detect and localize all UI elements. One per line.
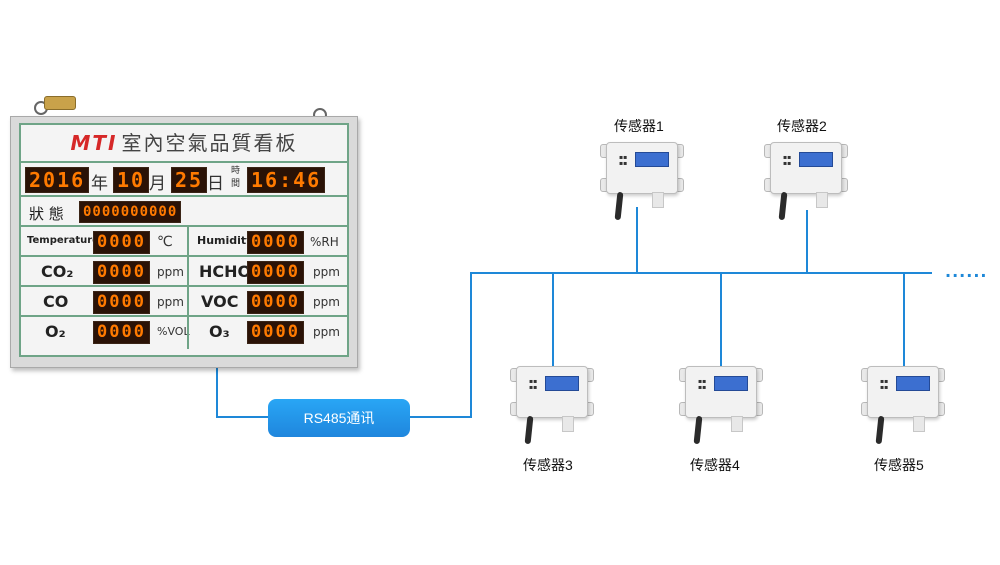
readings-row-3: CO 0000 ppm VOC 0000 ppm [21, 285, 347, 317]
sensor-lcd [799, 152, 833, 167]
wire-board-to-badge [216, 416, 270, 418]
reading-label-temperature: Temperature [27, 235, 99, 246]
sensor-2: ▪▪ ▪▪ [764, 142, 848, 221]
wire-main-bus [470, 272, 932, 274]
sensor-lcd [896, 376, 930, 391]
sensor-3-caption: 传感器3 [523, 457, 573, 473]
reading-value-o2: 0000 [93, 321, 150, 344]
reading-value-voc: 0000 [247, 291, 304, 314]
board-brand-logo: MTI [70, 131, 118, 155]
day-display: 25 [171, 167, 208, 193]
status-row: 狀 態 0000000000 [21, 195, 347, 227]
reading-unit-humidity: %RH [310, 235, 339, 249]
sensor-2-caption: 传感器2 [777, 118, 827, 134]
reading-value-temperature: 0000 [93, 231, 150, 254]
time-display: 16:46 [247, 167, 326, 193]
reading-unit-voc: ppm [313, 295, 340, 309]
sensor-cable [778, 191, 788, 221]
sensor-indicator-icon: ▪▪ ▪▪ [783, 154, 792, 167]
sensor-indicator-icon: ▪▪ ▪▪ [698, 378, 707, 391]
sensor-cable [614, 191, 624, 221]
sensor-cable [693, 415, 703, 445]
bus-continuation: ...... [945, 262, 988, 281]
reading-unit-hcho: ppm [313, 265, 340, 279]
month-display: 10 [113, 167, 150, 193]
wire-drop-sensor4 [720, 273, 722, 366]
status-label: 狀 態 [29, 205, 64, 223]
reading-label-co: CO [43, 292, 69, 311]
sensor-3: ▪▪ ▪▪ [510, 366, 594, 445]
board-title-text: 室內空氣品質看板 [121, 131, 298, 155]
reading-unit-co2: ppm [157, 265, 184, 279]
sensor-probe [816, 192, 828, 208]
reading-unit-o2: %VOL [157, 325, 190, 338]
wire-board-down [216, 365, 218, 417]
reading-unit-o3: ppm [313, 325, 340, 339]
reading-label-o2: O₂ [45, 322, 66, 341]
reading-label-voc: VOC [201, 292, 239, 311]
reading-value-co: 0000 [93, 291, 150, 314]
sensor-5-caption: 传感器5 [874, 457, 924, 473]
sensor-probe [562, 416, 574, 432]
sensor-housing: ▪▪ ▪▪ [770, 142, 842, 194]
reading-value-o3: 0000 [247, 321, 304, 344]
wire-drop-sensor2 [806, 210, 808, 273]
reading-unit-co: ppm [157, 295, 184, 309]
wire-drop-sensor1 [636, 207, 638, 273]
reading-value-humidity: 0000 [247, 231, 304, 254]
sensor-4: ▪▪ ▪▪ [679, 366, 763, 445]
sensor-housing: ▪▪ ▪▪ [685, 366, 757, 418]
reading-unit-temperature: ℃ [157, 234, 173, 250]
year-label: 年 [91, 174, 108, 194]
status-display: 0000000000 [79, 201, 182, 223]
time-label: 時間 [231, 166, 241, 189]
sensor-5: ▪▪ ▪▪ [861, 366, 945, 445]
sensor-4-caption: 传感器4 [690, 457, 740, 473]
reading-label-humidity: Humidity [197, 234, 254, 247]
sensor-housing: ▪▪ ▪▪ [867, 366, 939, 418]
sensor-probe [652, 192, 664, 208]
reading-label-hcho: HCHO [199, 262, 252, 281]
reading-value-co2: 0000 [93, 261, 150, 284]
sensor-lcd [714, 376, 748, 391]
sensor-housing: ▪▪ ▪▪ [516, 366, 588, 418]
readings-row-1: Temperature 0000 ℃ Humidity 0000 %RH [21, 225, 347, 257]
readings-divider [187, 225, 189, 349]
wire-badge-to-bus [409, 416, 471, 418]
reading-label-o3: O₃ [209, 322, 230, 341]
wire-drop-sensor5 [903, 273, 905, 366]
wire-bus-riser [470, 273, 472, 418]
month-label: 月 [149, 174, 166, 194]
sensor-probe [731, 416, 743, 432]
sensor-cable [875, 415, 885, 445]
sensor-lcd [545, 376, 579, 391]
sensor-indicator-icon: ▪▪ ▪▪ [619, 154, 628, 167]
sensor-housing: ▪▪ ▪▪ [606, 142, 678, 194]
sensor-1-caption: 传感器1 [614, 118, 664, 134]
reading-value-hcho: 0000 [247, 261, 304, 284]
sensor-indicator-icon: ▪▪ ▪▪ [880, 378, 889, 391]
readings-row-4: O₂ 0000 %VOL O₃ 0000 ppm [21, 315, 347, 347]
readings-row-2: CO₂ 0000 ppm HCHO 0000 ppm [21, 255, 347, 287]
wire-drop-sensor3 [552, 273, 554, 366]
sensor-probe [913, 416, 925, 432]
sensor-1: ▪▪ ▪▪ [600, 142, 684, 221]
sensor-cable [524, 415, 534, 445]
sensor-indicator-icon: ▪▪ ▪▪ [529, 378, 538, 391]
sensor-lcd [635, 152, 669, 167]
day-label: 日 [207, 174, 224, 194]
year-display: 2016 [25, 167, 90, 193]
rs485-badge: RS485通讯 [268, 399, 410, 437]
board-antenna [44, 96, 76, 110]
datetime-row: 2016 年 10 月 25 日 時間 16:46 [21, 161, 347, 197]
reading-label-co2: CO₂ [41, 262, 74, 281]
